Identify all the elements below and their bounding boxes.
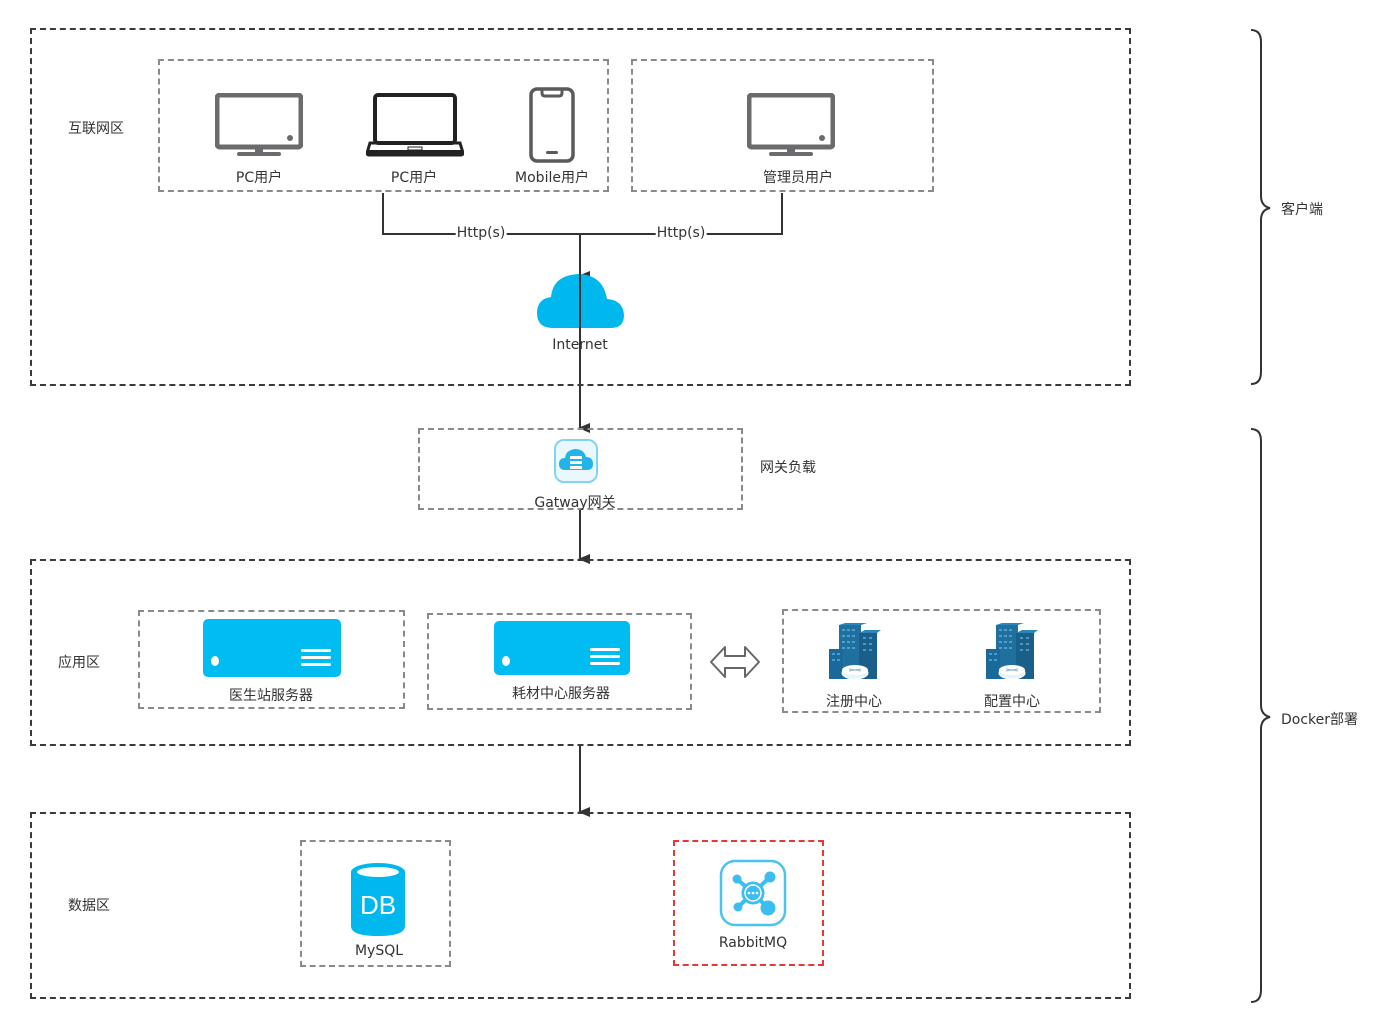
http-line-left: [382, 193, 456, 235]
server-icon: [203, 619, 341, 677]
rabbitmq-label: RabbitMQ: [718, 935, 788, 951]
pc-user-label-1: PC用户: [235, 170, 283, 186]
http-label-left: Http(s): [455, 225, 507, 241]
data-zone: [30, 812, 1131, 999]
registry-center-label: 注册中心: [826, 694, 882, 710]
message-queue-icon: [719, 859, 787, 927]
monitor-icon: [215, 93, 303, 156]
config-center-label: 配置中心: [984, 694, 1040, 710]
bidirectional-arrow-icon: [710, 646, 760, 678]
mobile-phone-icon: [529, 87, 575, 163]
laptop-icon: [366, 93, 464, 157]
mysql-group: [300, 840, 451, 967]
config-building-icon: [986, 623, 1038, 680]
http-label-right: Http(s): [655, 225, 707, 241]
cloud-icon: [537, 273, 624, 329]
internet-label: Internet: [552, 337, 608, 353]
gateway-load-label: 网关负载: [760, 460, 816, 476]
database-icon-text: DB: [360, 890, 396, 920]
gateway-label: Gatway网关: [534, 495, 616, 511]
brace-client: [1250, 29, 1271, 385]
mobile-user-label: Mobile用户: [515, 170, 589, 186]
doctor-server-label: 医生站服务器: [229, 688, 313, 704]
pc-user-label-2: PC用户: [390, 170, 438, 186]
internet-zone: [30, 28, 1131, 386]
brace-docker: [1250, 428, 1271, 1003]
service-center-group: [782, 609, 1101, 713]
internet-zone-label: 互联网区: [68, 121, 124, 137]
consumables-server-label: 耗材中心服务器: [512, 686, 610, 702]
docker-brace-label: Docker部署: [1281, 712, 1359, 728]
client-brace-label: 客户端: [1281, 202, 1323, 218]
server-icon: [494, 621, 630, 675]
admin-monitor-icon: [747, 93, 835, 156]
app-zone: [30, 559, 1131, 746]
client-group-users: [158, 59, 609, 192]
http-line-right: [706, 193, 783, 235]
app-zone-label: 应用区: [58, 655, 100, 671]
consumables-server-group: [427, 613, 692, 710]
gateway-group: [418, 428, 743, 510]
data-zone-label: 数据区: [68, 898, 110, 914]
registry-building-icon: [829, 623, 881, 680]
gateway-cloud-server-icon: [554, 439, 598, 483]
rabbitmq-group: [673, 840, 824, 966]
client-group-admin: [631, 59, 934, 192]
database-icon: DB: [351, 863, 405, 936]
mysql-label: MySQL: [354, 943, 404, 959]
doctor-server-group: [138, 610, 405, 709]
admin-user-label: 管理员用户: [763, 170, 833, 186]
